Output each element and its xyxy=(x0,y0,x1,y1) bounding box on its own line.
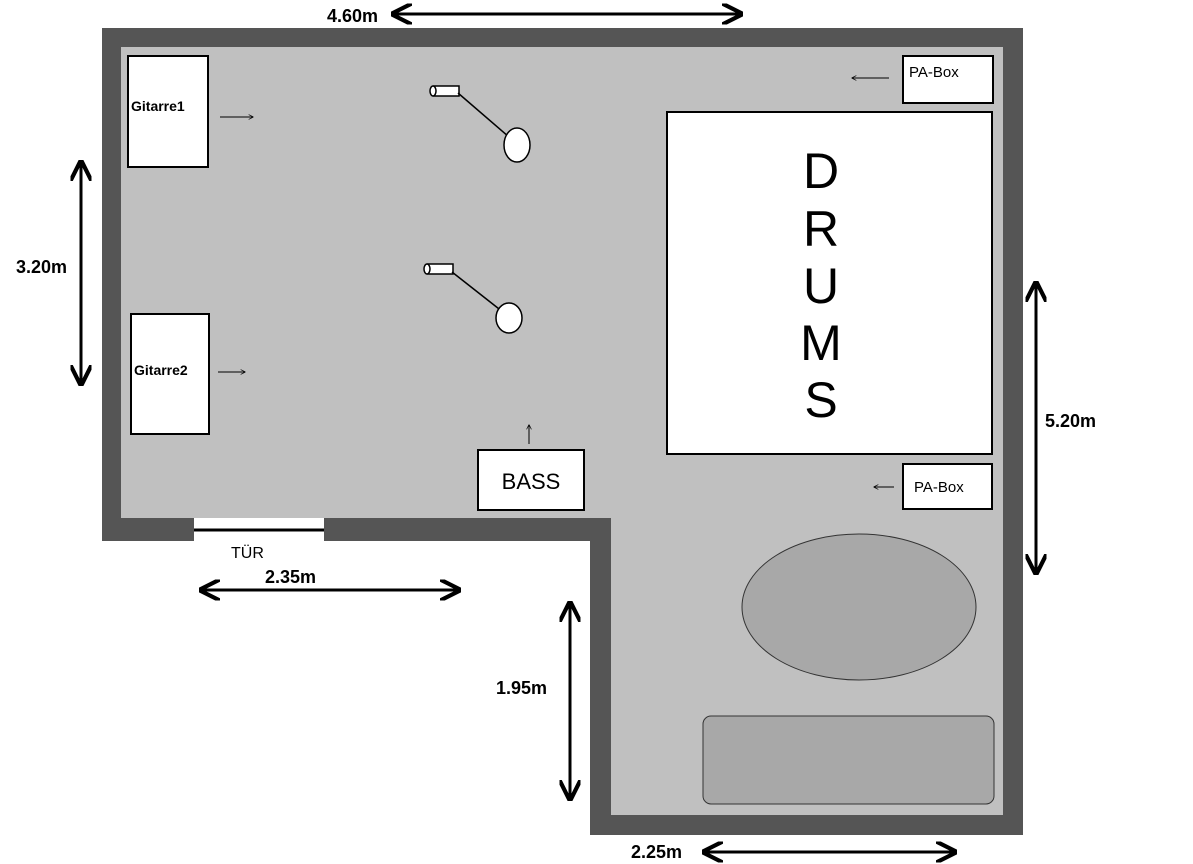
dim-left-label: 3.20m xyxy=(16,257,67,277)
drums-letter-u: U xyxy=(803,258,839,314)
guitar2-amp xyxy=(130,313,210,435)
microphone-1-icon xyxy=(429,85,531,163)
pa-box-top xyxy=(902,55,994,104)
dim-door-label: 2.35m xyxy=(265,567,316,587)
drums-letter-m: M xyxy=(800,315,842,371)
bass-amp xyxy=(477,449,585,511)
sofa xyxy=(702,715,995,805)
drums-area xyxy=(666,111,993,455)
pa-box-top-label: PA-Box xyxy=(909,64,959,81)
dim-lower-left-label: 1.95m xyxy=(496,678,547,698)
drums-letter-d: D xyxy=(803,143,839,199)
dim-right-label: 5.20m xyxy=(1045,411,1096,431)
guitar2-label: Gitarre2 xyxy=(134,362,188,378)
drums-letter-r: R xyxy=(803,201,839,257)
bass-label: BASS xyxy=(502,469,561,494)
microphone-2-icon xyxy=(423,263,523,334)
dim-top-label: 4.60m xyxy=(327,6,378,26)
pa-box-bottom xyxy=(902,463,993,510)
door-label: TÜR xyxy=(231,544,264,562)
drums-letter-s: S xyxy=(804,372,837,428)
guitar1-label: Gitarre1 xyxy=(131,98,185,114)
guitar1-amp xyxy=(127,55,209,168)
oval-table xyxy=(741,533,977,681)
dim-bottom-label: 2.25m xyxy=(631,842,682,862)
pa-box-bottom-label: PA-Box xyxy=(914,479,964,496)
